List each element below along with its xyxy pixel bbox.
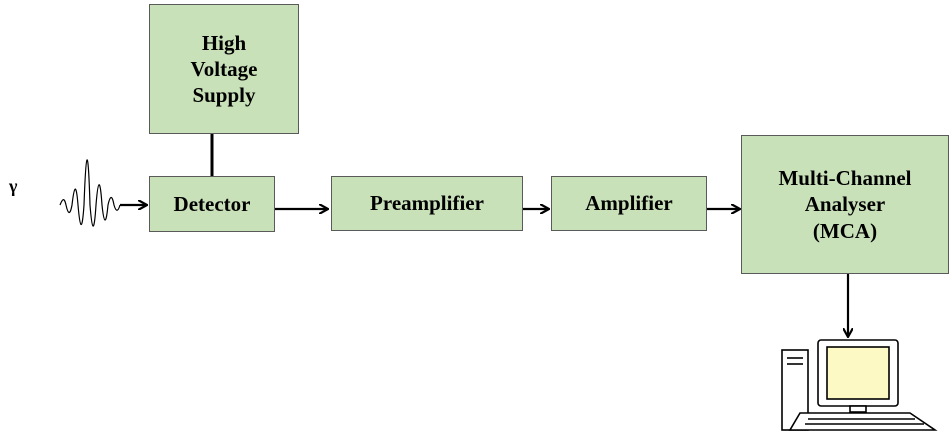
amplifier-block: Amplifier (551, 176, 707, 231)
gamma-label: γ (9, 176, 18, 196)
detector-block: Detector (149, 176, 275, 232)
computer-icon (781, 339, 938, 431)
mca-block: Multi-Channel Analyser (MCA) (741, 135, 949, 274)
preamplifier-block: Preamplifier (331, 176, 523, 231)
high-voltage-supply-block: High Voltage Supply (149, 4, 299, 134)
gamma-wave-icon (59, 159, 121, 227)
